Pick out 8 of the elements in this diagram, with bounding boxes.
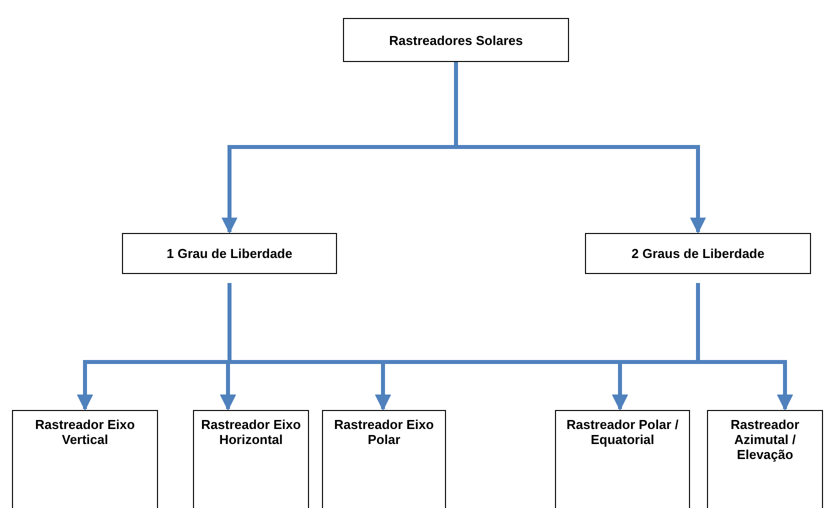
category-box: 2 Graus de Liberdade bbox=[585, 233, 811, 274]
tracker-type-box: Rastreador Eixo Vertical bbox=[12, 410, 158, 508]
tracker-type-box: Rastreador Eixo Polar bbox=[322, 410, 446, 508]
tracker-type-box: Rastreador Polar / Equatorial bbox=[555, 410, 690, 508]
category-box: 1 Grau de Liberdade bbox=[122, 233, 337, 274]
root-box: Rastreadores Solares bbox=[343, 18, 569, 62]
tracker-type-box: Rastreador Azimutal / Elevação bbox=[707, 410, 823, 508]
tracker-type-box: Rastreador Eixo Horizontal bbox=[193, 410, 309, 508]
